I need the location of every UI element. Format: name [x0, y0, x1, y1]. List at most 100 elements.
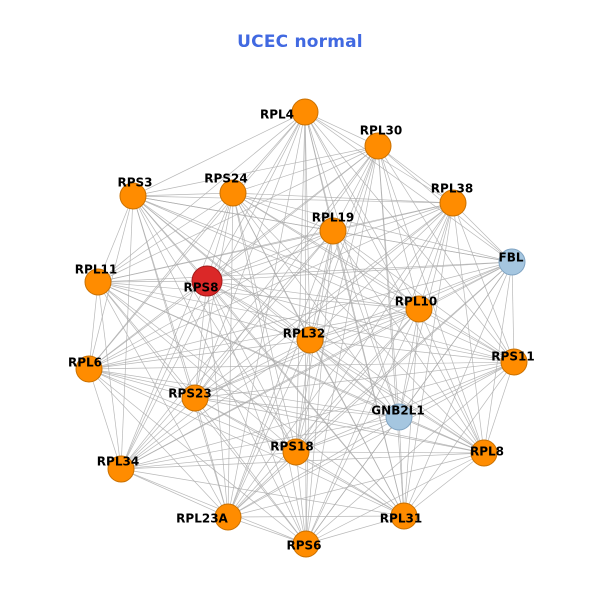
edge-RPS11-RPL31: [403, 361, 515, 517]
edge-RPL6-RPL31: [88, 368, 405, 517]
edge-RPS8-RPL10: [206, 280, 420, 310]
edge-RPS8-RPL31: [206, 280, 405, 517]
node-label-RPL8: RPL8: [470, 445, 504, 459]
edge-FBL-RPL11: [97, 261, 513, 283]
node-RPS8: [191, 265, 223, 297]
edge-RPL6-RPL23A: [88, 368, 229, 518]
edges-layer: [88, 111, 515, 545]
edge-RPL8-RPL31: [403, 452, 485, 517]
edge-RPS8-RPL8: [206, 280, 485, 454]
edge-GNB2L1-RPS6: [305, 416, 400, 545]
edge-RPL30-RPS8: [206, 145, 379, 282]
edge-RPL38-RPL6: [88, 202, 454, 370]
edge-RPL4-RPS18: [295, 111, 306, 453]
edge-FBL-RPS11: [511, 261, 515, 363]
edge-RPS3-RPL11: [97, 195, 134, 283]
edge-RPL11-RPS23: [97, 281, 196, 399]
edge-RPS18-RPL34: [120, 451, 297, 470]
edge-RPS3-RPL32: [132, 195, 311, 341]
edge-RPL19-RPL10: [332, 230, 420, 310]
edge-RPL4-RPL10: [304, 111, 420, 310]
edge-RPS11-RPL6: [88, 361, 515, 370]
node-label-FBL: FBL: [499, 251, 524, 265]
edge-RPL38-RPS23: [194, 202, 454, 399]
edge-RPS24-RPS23: [194, 192, 234, 399]
edge-RPL30-RPS23: [194, 145, 379, 399]
edge-RPS3-RPS6: [132, 195, 307, 545]
node-RPL32: [296, 326, 324, 354]
node-label-RPL11: RPL11: [75, 263, 117, 277]
node-RPL11: [84, 268, 112, 296]
edge-RPL6-RPS23: [88, 368, 196, 399]
edge-RPL32-GNB2L1: [309, 339, 400, 418]
edge-RPS18-RPL8: [295, 451, 485, 454]
edge-RPL4-RPS8: [206, 111, 306, 282]
edge-RPS8-RPL34: [120, 280, 208, 470]
node-RPS18: [282, 438, 310, 466]
node-RPL4: [291, 98, 319, 126]
edge-RPL10-RPS6: [305, 308, 420, 545]
node-RPL31: [390, 502, 418, 530]
edge-RPS8-RPL23A: [206, 280, 229, 518]
node-label-RPL10: RPL10: [395, 295, 437, 309]
edge-RPS3-RPS11: [132, 195, 515, 363]
edge-RPL10-RPS23: [194, 308, 420, 399]
figure-title: UCEC normal: [237, 32, 363, 52]
edge-RPS18-RPL23A: [227, 451, 297, 518]
edge-RPL11-RPL34: [97, 281, 122, 470]
edge-RPL10-RPL34: [120, 308, 420, 470]
edge-RPL32-RPS11: [309, 339, 515, 363]
edge-FBL-RPL23A: [227, 261, 513, 518]
edge-RPS24-RPS18: [232, 192, 297, 453]
edge-RPL38-RPL31: [403, 202, 454, 517]
edge-RPS3-RPL10: [132, 195, 420, 310]
edge-RPL6-RPL34: [88, 368, 122, 470]
edge-RPL4-RPL32: [304, 111, 311, 341]
edge-RPL10-RPL8: [418, 308, 485, 454]
node-label-GNB2L1: GNB2L1: [371, 404, 424, 418]
edge-RPL11-RPS6: [97, 281, 307, 545]
edge-RPS24-RPL11: [97, 192, 234, 283]
edge-RPS23-GNB2L1: [194, 397, 400, 418]
edge-RPL32-RPS18: [295, 339, 311, 453]
node-RPL10: [405, 295, 433, 323]
edge-RPL11-RPS8: [97, 280, 208, 283]
edge-RPL8-RPS6: [305, 452, 485, 545]
edge-RPL4-RPS24: [232, 111, 306, 194]
edge-RPL4-RPL6: [88, 111, 306, 370]
edge-RPS8-RPS23: [194, 280, 208, 399]
edge-RPL30-RPS24: [232, 145, 379, 194]
edge-RPL30-RPL38: [377, 145, 454, 204]
edge-RPL30-RPS11: [377, 145, 515, 363]
node-label-RPS3: RPS3: [117, 176, 152, 190]
edge-RPS24-RPL6: [88, 192, 234, 370]
edge-RPL4-FBL: [304, 111, 513, 263]
edge-RPS24-RPL8: [232, 192, 485, 454]
node-label-RPL32: RPL32: [283, 327, 325, 341]
node-label-RPL38: RPL38: [431, 182, 473, 196]
edge-RPS3-RPS18: [132, 195, 297, 453]
edge-RPL19-RPL34: [120, 230, 334, 470]
edge-RPS24-RPL19: [232, 192, 334, 232]
edge-RPS3-RPS23: [132, 195, 196, 399]
edge-RPL11-RPS11: [97, 281, 515, 363]
edge-RPL38-RPS6: [305, 202, 454, 545]
node-RPS3: [119, 182, 147, 210]
edge-RPL38-RPL10: [418, 202, 454, 310]
edge-GNB2L1-RPL23A: [227, 416, 400, 518]
node-RPL23A: [214, 503, 242, 531]
edge-RPL30-RPL31: [377, 145, 405, 517]
edge-RPS8-RPS11: [206, 280, 515, 363]
edge-RPS24-RPL38: [232, 192, 454, 204]
node-RPL30: [364, 132, 392, 160]
edge-RPL19-RPL6: [88, 230, 334, 370]
edge-RPL19-RPS8: [206, 230, 334, 282]
edge-GNB2L1-RPL31: [398, 416, 405, 517]
edge-RPL30-RPS6: [305, 145, 379, 545]
edge-RPS6-RPL31: [305, 515, 405, 545]
edge-RPL30-RPL32: [309, 145, 379, 341]
node-RPL19: [319, 217, 347, 245]
node-label-RPS8: RPS8: [183, 281, 218, 295]
edge-RPL19-RPS23: [194, 230, 334, 399]
